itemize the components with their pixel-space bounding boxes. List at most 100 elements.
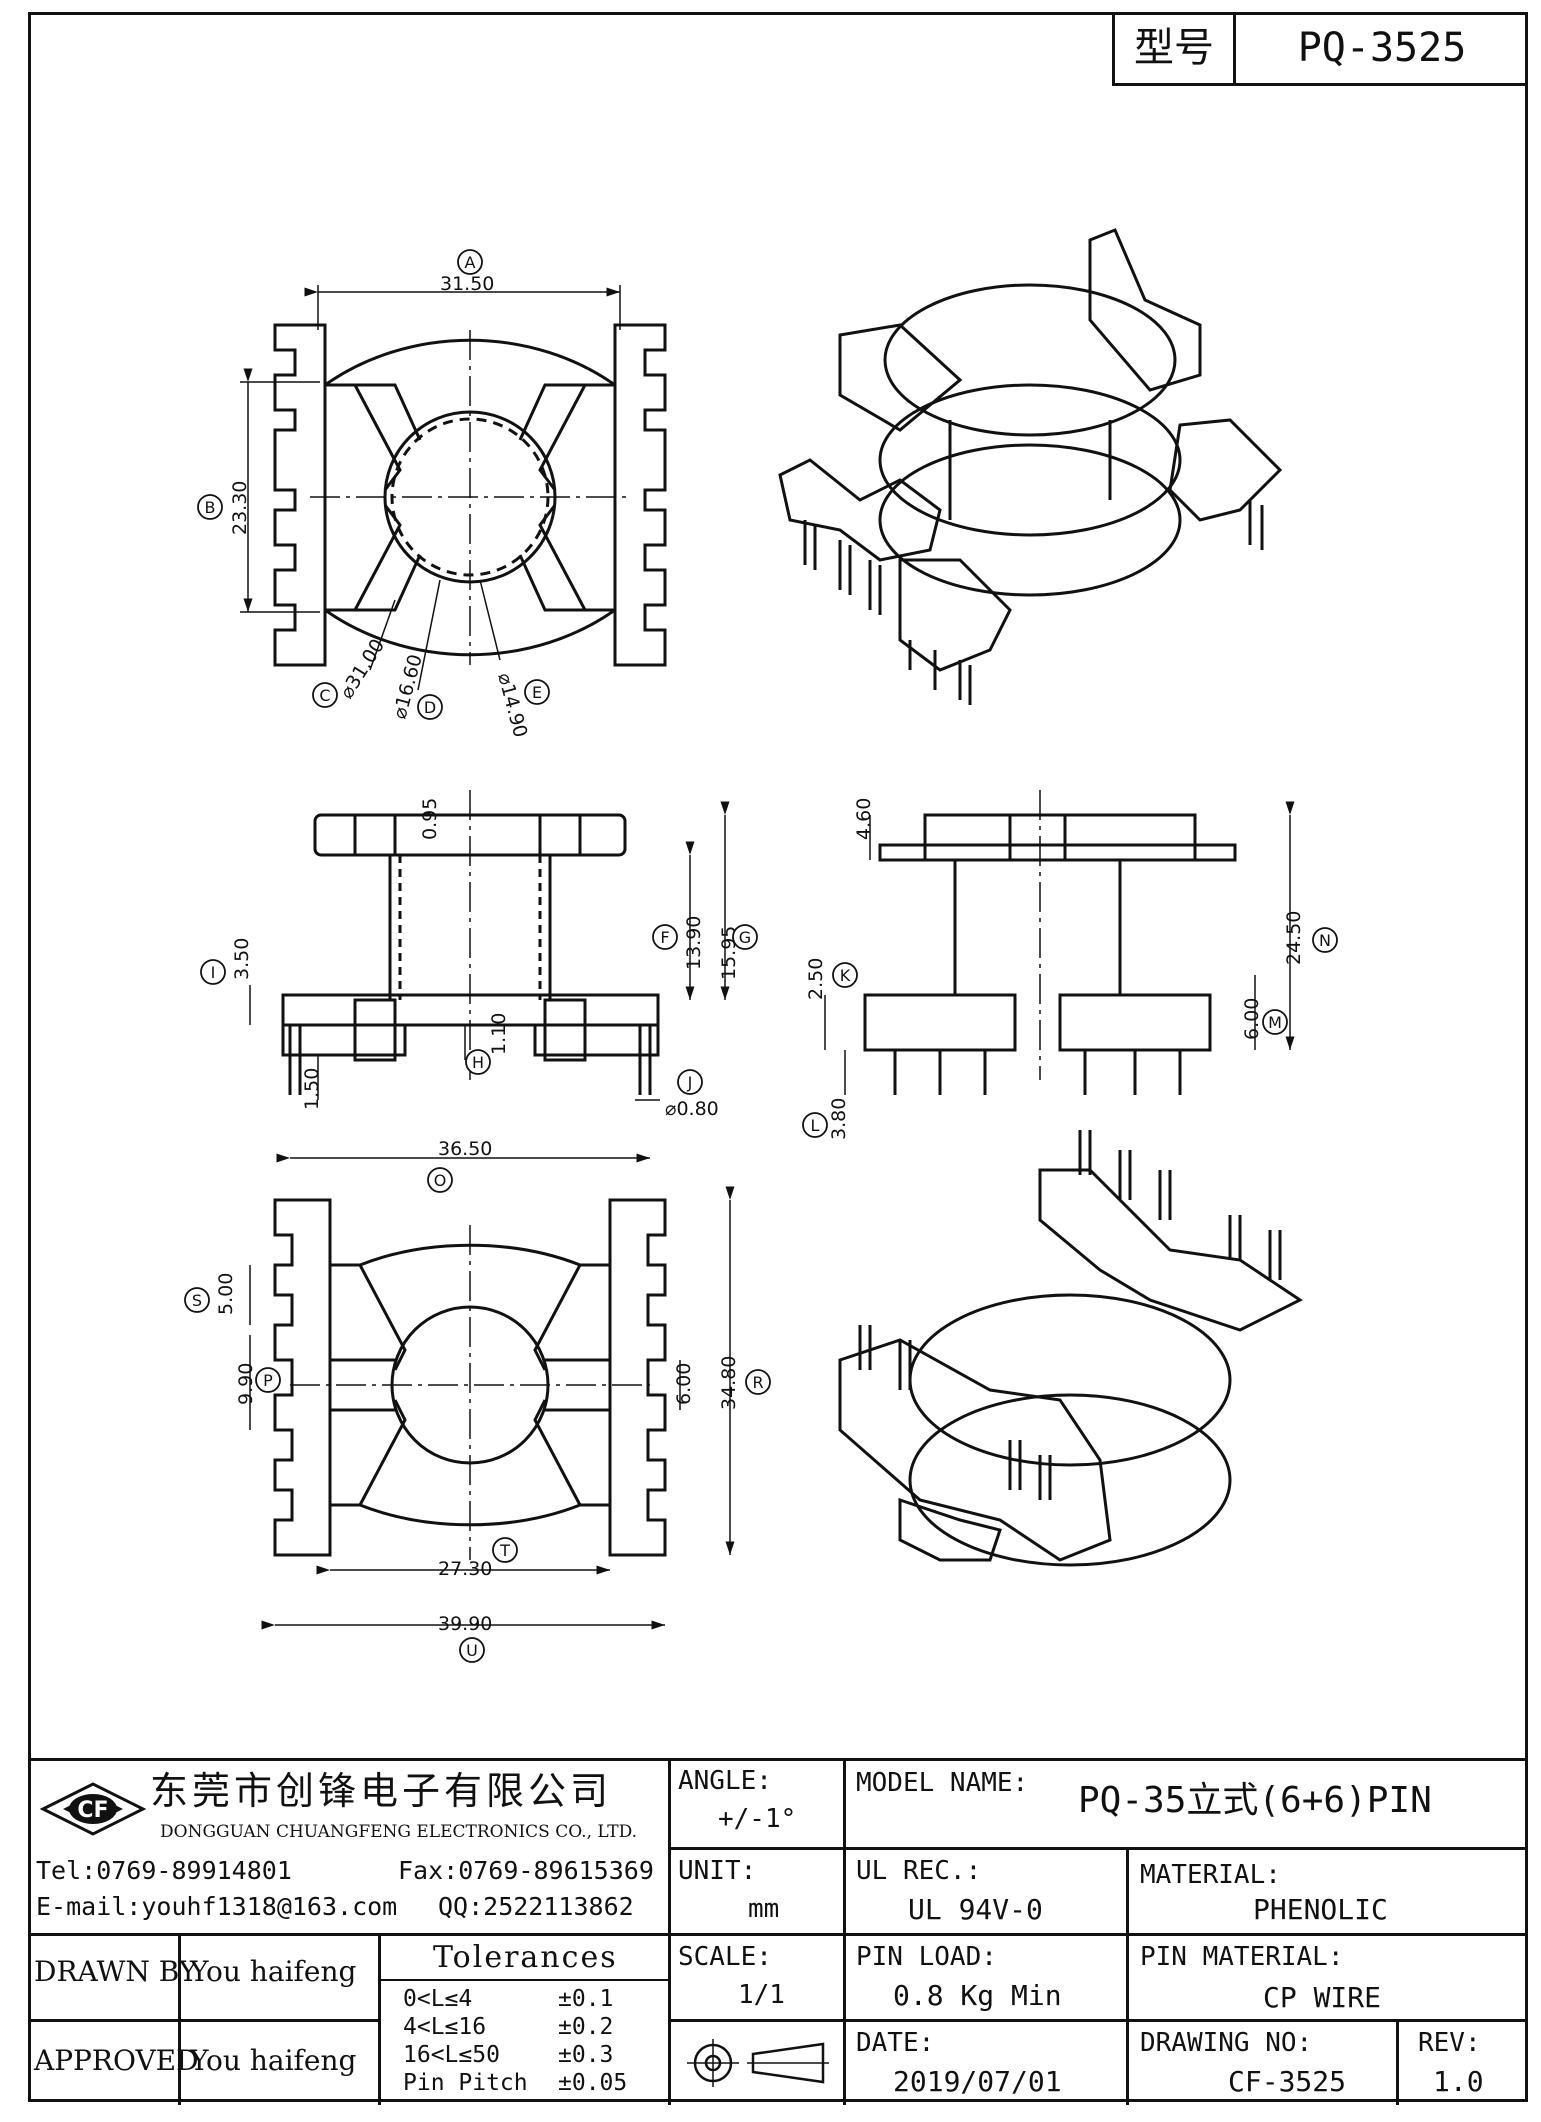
- code-circle-G: [732, 924, 758, 950]
- code-label-K: K: [840, 966, 851, 985]
- drawn-by-label: DRAWN BY: [34, 1955, 198, 1988]
- technical-drawing: 31.50 23.30 ⌀31.00 ⌀16.60 ⌀14.90: [184, 228, 1338, 1663]
- code-label-B: B: [205, 498, 216, 517]
- dim-N-value: 24.50: [1283, 911, 1305, 965]
- ul-value: UL 94V-0: [908, 1893, 1043, 1926]
- unit-label: UNIT:: [678, 1856, 757, 1886]
- code-label-C: C: [319, 686, 330, 705]
- code-label-D: D: [424, 698, 436, 717]
- bottom-view: [249, 1153, 735, 1630]
- pin-load-label: PIN LOAD:: [856, 1942, 997, 1972]
- top-view: [240, 285, 667, 691]
- code-circle-M: [1262, 1009, 1288, 1035]
- dim-R-value: 34.80: [718, 1356, 740, 1410]
- angle-value: +/-1°: [718, 1804, 797, 1834]
- tolerance-value-3: ±0.05: [558, 2070, 628, 2096]
- code-circle-D: [417, 694, 443, 720]
- pin-material-value: CP WIRE: [1263, 1981, 1382, 2014]
- dim-M-value: 6.00: [1241, 998, 1263, 1040]
- fax: Fax:0769-89615369: [398, 1856, 654, 1885]
- company-logo: CF: [39, 1782, 147, 1836]
- code-label-R: R: [752, 1373, 763, 1392]
- code-label-T: T: [499, 1541, 510, 1560]
- code-circle-C: [312, 682, 338, 708]
- model-box-value: PQ-3525: [1236, 12, 1528, 86]
- dim-B-value: 23.30: [229, 481, 251, 535]
- dim-O-value: 36.50: [438, 1138, 492, 1160]
- code-circle-U: [459, 1637, 485, 1663]
- tolerance-range-0: 0<L≤4: [403, 1986, 473, 2012]
- code-circle-A: [457, 249, 483, 275]
- model-name-value: PQ-35立式(6+6)PIN: [1078, 1780, 1432, 1821]
- code-circle-J: [677, 1069, 703, 1095]
- approved-name: You haifeng: [190, 2044, 357, 2077]
- pin-load-value: 0.8 Kg Min: [893, 1979, 1062, 2012]
- dim-T-value: 27.30: [438, 1558, 492, 1580]
- dim-600b-value: 6.00: [673, 1363, 695, 1405]
- code-label-G: G: [739, 928, 751, 947]
- code-label-O: O: [434, 1171, 447, 1190]
- code-label-L: L: [811, 1116, 820, 1135]
- date-value: 2019/07/01: [893, 2065, 1062, 2098]
- material-value: PHENOLIC: [1253, 1893, 1388, 1926]
- tolerance-value-2: ±0.3: [558, 2042, 614, 2068]
- email: E-mail:youhf1318@163.com: [36, 1892, 398, 1921]
- dim-L-value: 3.80: [828, 1098, 850, 1140]
- code-circle-L: [802, 1112, 828, 1138]
- code-circle-K: [832, 962, 858, 988]
- tolerances-title: Tolerances: [433, 1940, 618, 1975]
- model-name-label: MODEL NAME:: [856, 1768, 1029, 1798]
- rev-label: REV:: [1418, 2028, 1481, 2058]
- code-label-F: F: [660, 928, 669, 947]
- code-label-M: M: [1268, 1013, 1282, 1032]
- title-block: CF 东莞市创锋电子有限公司 DONGGUAN CHUANGFENG ELECT…: [28, 1758, 1528, 2105]
- dim-S-value: 5.00: [215, 1273, 237, 1315]
- drawing-no-value: CF-3525: [1228, 2065, 1347, 2098]
- bottom-view-labels: 36.50 5.00 9.90 6.00 34.80 27.30 39.90: [215, 1138, 740, 1635]
- code-circle-T: [492, 1537, 518, 1563]
- code-circle-E: [524, 679, 550, 705]
- side-view: [824, 790, 1295, 1095]
- tolerance-value-1: ±0.2: [558, 2014, 614, 2040]
- ul-label: UL REC.:: [856, 1856, 982, 1886]
- logo-text: CF: [77, 1798, 108, 1823]
- code-label-P: P: [263, 1371, 273, 1390]
- code-circle-P: [255, 1367, 281, 1393]
- code-label-I: I: [211, 963, 216, 982]
- code-label-H: H: [472, 1053, 484, 1072]
- code-circle-S: [184, 1287, 210, 1313]
- model-box-label: 型号: [1112, 12, 1236, 86]
- unit-value: mm: [748, 1894, 780, 1924]
- company-name-en: DONGGUAN CHUANGFENG ELECTRONICS CO., LTD…: [160, 1822, 638, 1842]
- code-circle-R: [745, 1369, 771, 1395]
- tolerance-range-1: 4<L≤16: [403, 2014, 487, 2040]
- dim-P-value: 9.90: [235, 1363, 257, 1405]
- dim-150-value: 1.50: [301, 1068, 323, 1110]
- code-circle-O: [427, 1167, 453, 1193]
- projection-symbol: [687, 2039, 829, 2087]
- dim-A-value: 31.50: [440, 273, 494, 295]
- code-label-U: U: [466, 1641, 478, 1660]
- scale-label: SCALE:: [678, 1942, 772, 1972]
- dim-460-value: 4.60: [853, 798, 875, 840]
- dim-U-value: 39.90: [438, 1613, 492, 1635]
- tolerance-range-2: 16<L≤50: [403, 2042, 500, 2068]
- iso-view-upper: [778, 228, 1283, 705]
- tel: Tel:0769-89914801: [36, 1856, 292, 1885]
- code-label-S: S: [192, 1291, 202, 1310]
- qq: QQ:2522113862: [438, 1892, 634, 1921]
- code-circle-B: [197, 494, 223, 520]
- dim-H-value: 1.10: [488, 1013, 510, 1055]
- rev-value: 1.0: [1433, 2065, 1484, 2098]
- tolerance-range-3: Pin Pitch: [403, 2070, 528, 2096]
- approved-label: APPROVED: [34, 2044, 199, 2077]
- code-circle-F: [652, 924, 678, 950]
- dim-C-value: ⌀31.00: [336, 635, 390, 702]
- pin-material-label: PIN MATERIAL:: [1140, 1942, 1344, 1972]
- code-label-N: N: [1319, 931, 1331, 950]
- drawn-by-name: You haifeng: [190, 1955, 357, 1988]
- dim-F-value: 13.90: [683, 916, 705, 970]
- dim-K-value: 2.50: [805, 958, 827, 1000]
- dim-I-value: 3.50: [231, 938, 253, 980]
